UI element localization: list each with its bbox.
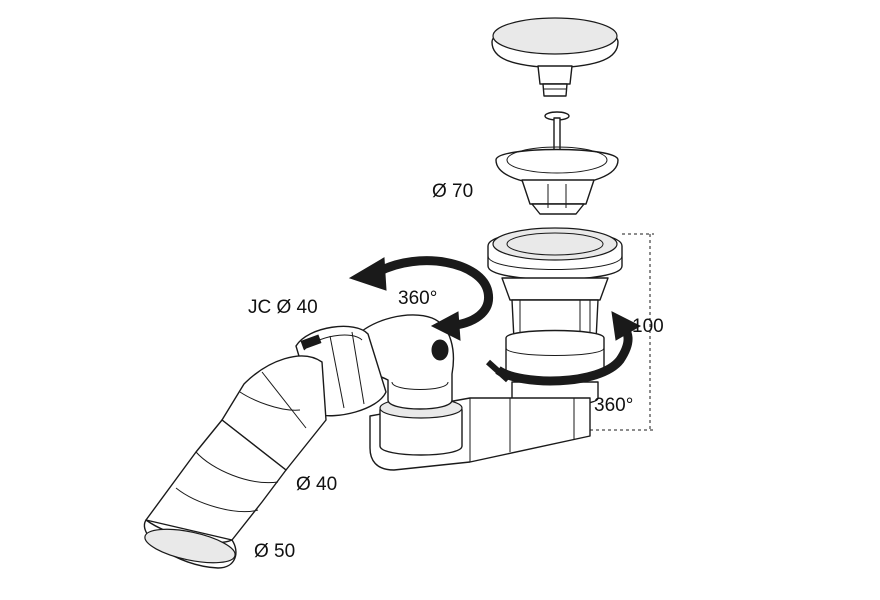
rotation-arrow-top [348,256,494,341]
outlet-pipe-50 [143,419,287,569]
label-rotation-side: 360° [594,395,633,416]
label-diameter-40: Ø 40 [296,474,337,495]
label-jc-diameter-40: JC Ø 40 [248,297,318,318]
label-diameter-70: Ø 70 [432,181,473,202]
label-rotation-top: 360° [398,288,437,309]
elbow [351,314,455,410]
height-dimension [590,233,654,431]
label-height-100: 100 [632,316,664,337]
rotation-arrow-side [485,311,642,386]
trap-base [369,397,591,471]
outlet-pipe-40 [221,355,327,471]
strainer-flange [495,146,619,215]
plug-cap [491,17,619,97]
label-diameter-50: Ø 50 [254,541,295,562]
